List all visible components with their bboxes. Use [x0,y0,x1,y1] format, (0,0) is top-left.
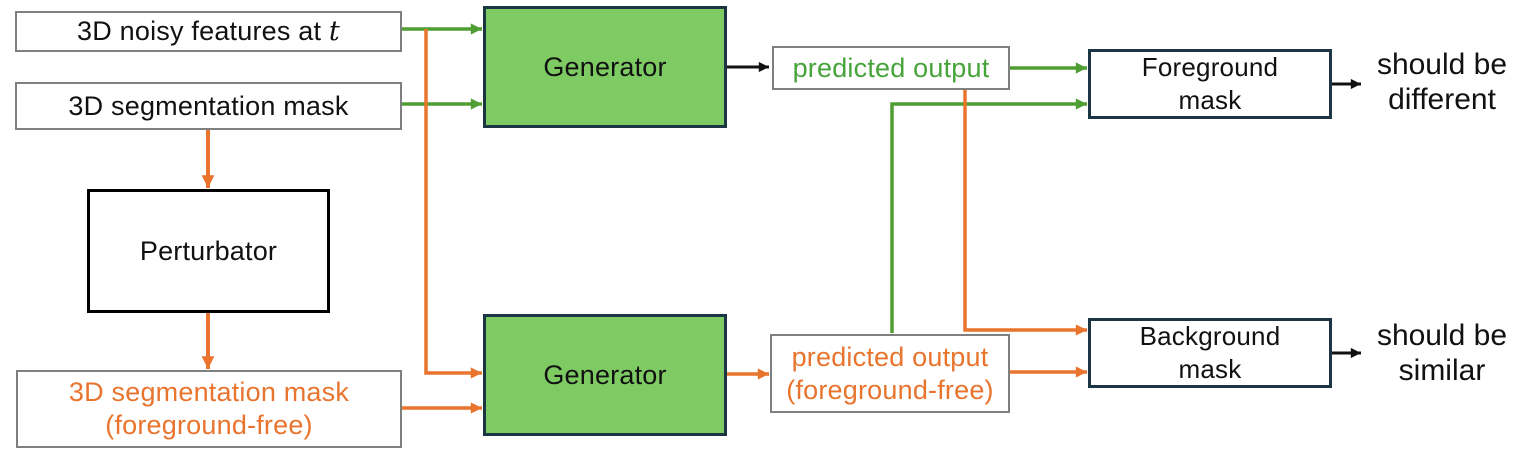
node-predicted-output-ff: predicted output (foreground-free) [770,334,1010,413]
node-predicted-output: predicted output [772,46,1010,90]
node-generator-bottom: Generator [483,314,727,436]
predicted-output-ff-line2: (foreground-free) [786,374,994,405]
should-be-different-line2: different [1388,83,1496,116]
arrow-predicted-ff-to-foreground-mask [890,98,1087,333]
background-mask-line2: mask [1178,354,1242,384]
node-background-mask: Background mask [1088,318,1332,388]
ff-segmentation-mask-line1: 3D segmentation mask [68,377,350,408]
note-should-be-different: should be different [1366,46,1518,118]
time-variable: t [328,15,340,47]
node-perturbator: Perturbator [87,189,330,313]
node-ff-segmentation-mask: 3D segmentation mask (foreground-free) [16,370,402,448]
node-3d-segmentation-mask: 3D segmentation mask [15,82,402,130]
should-be-different-line1: should be [1376,47,1508,81]
background-mask-line1: Background [1139,320,1281,351]
predicted-output-label: predicted output [792,52,990,83]
node-foreground-mask: Foreground mask [1088,49,1332,119]
noisy-features-label: 3D noisy features at t [77,15,340,47]
segmentation-mask-label: 3D segmentation mask [68,90,349,121]
perturbator-label: Perturbator [139,235,278,266]
ff-segmentation-mask-line2: (foreground-free) [105,410,313,440]
node-generator-top: Generator [483,6,727,128]
generator-top-label: Generator [543,51,667,82]
predicted-output-ff-line1: predicted output [791,341,989,372]
should-be-similar-line1: should be [1376,318,1508,352]
note-should-be-similar: should be similar [1366,317,1518,389]
node-3d-noisy-features: 3D noisy features at t [15,11,402,52]
generator-bottom-label: Generator [543,359,667,390]
arrow-predicted-to-background-mask [963,90,1087,336]
foreground-mask-line2: mask [1178,85,1242,115]
arrow-noisy-tap-to-generator-bottom [424,29,482,379]
foreground-mask-line1: Foreground [1141,51,1279,82]
should-be-similar-line2: similar [1398,354,1486,387]
